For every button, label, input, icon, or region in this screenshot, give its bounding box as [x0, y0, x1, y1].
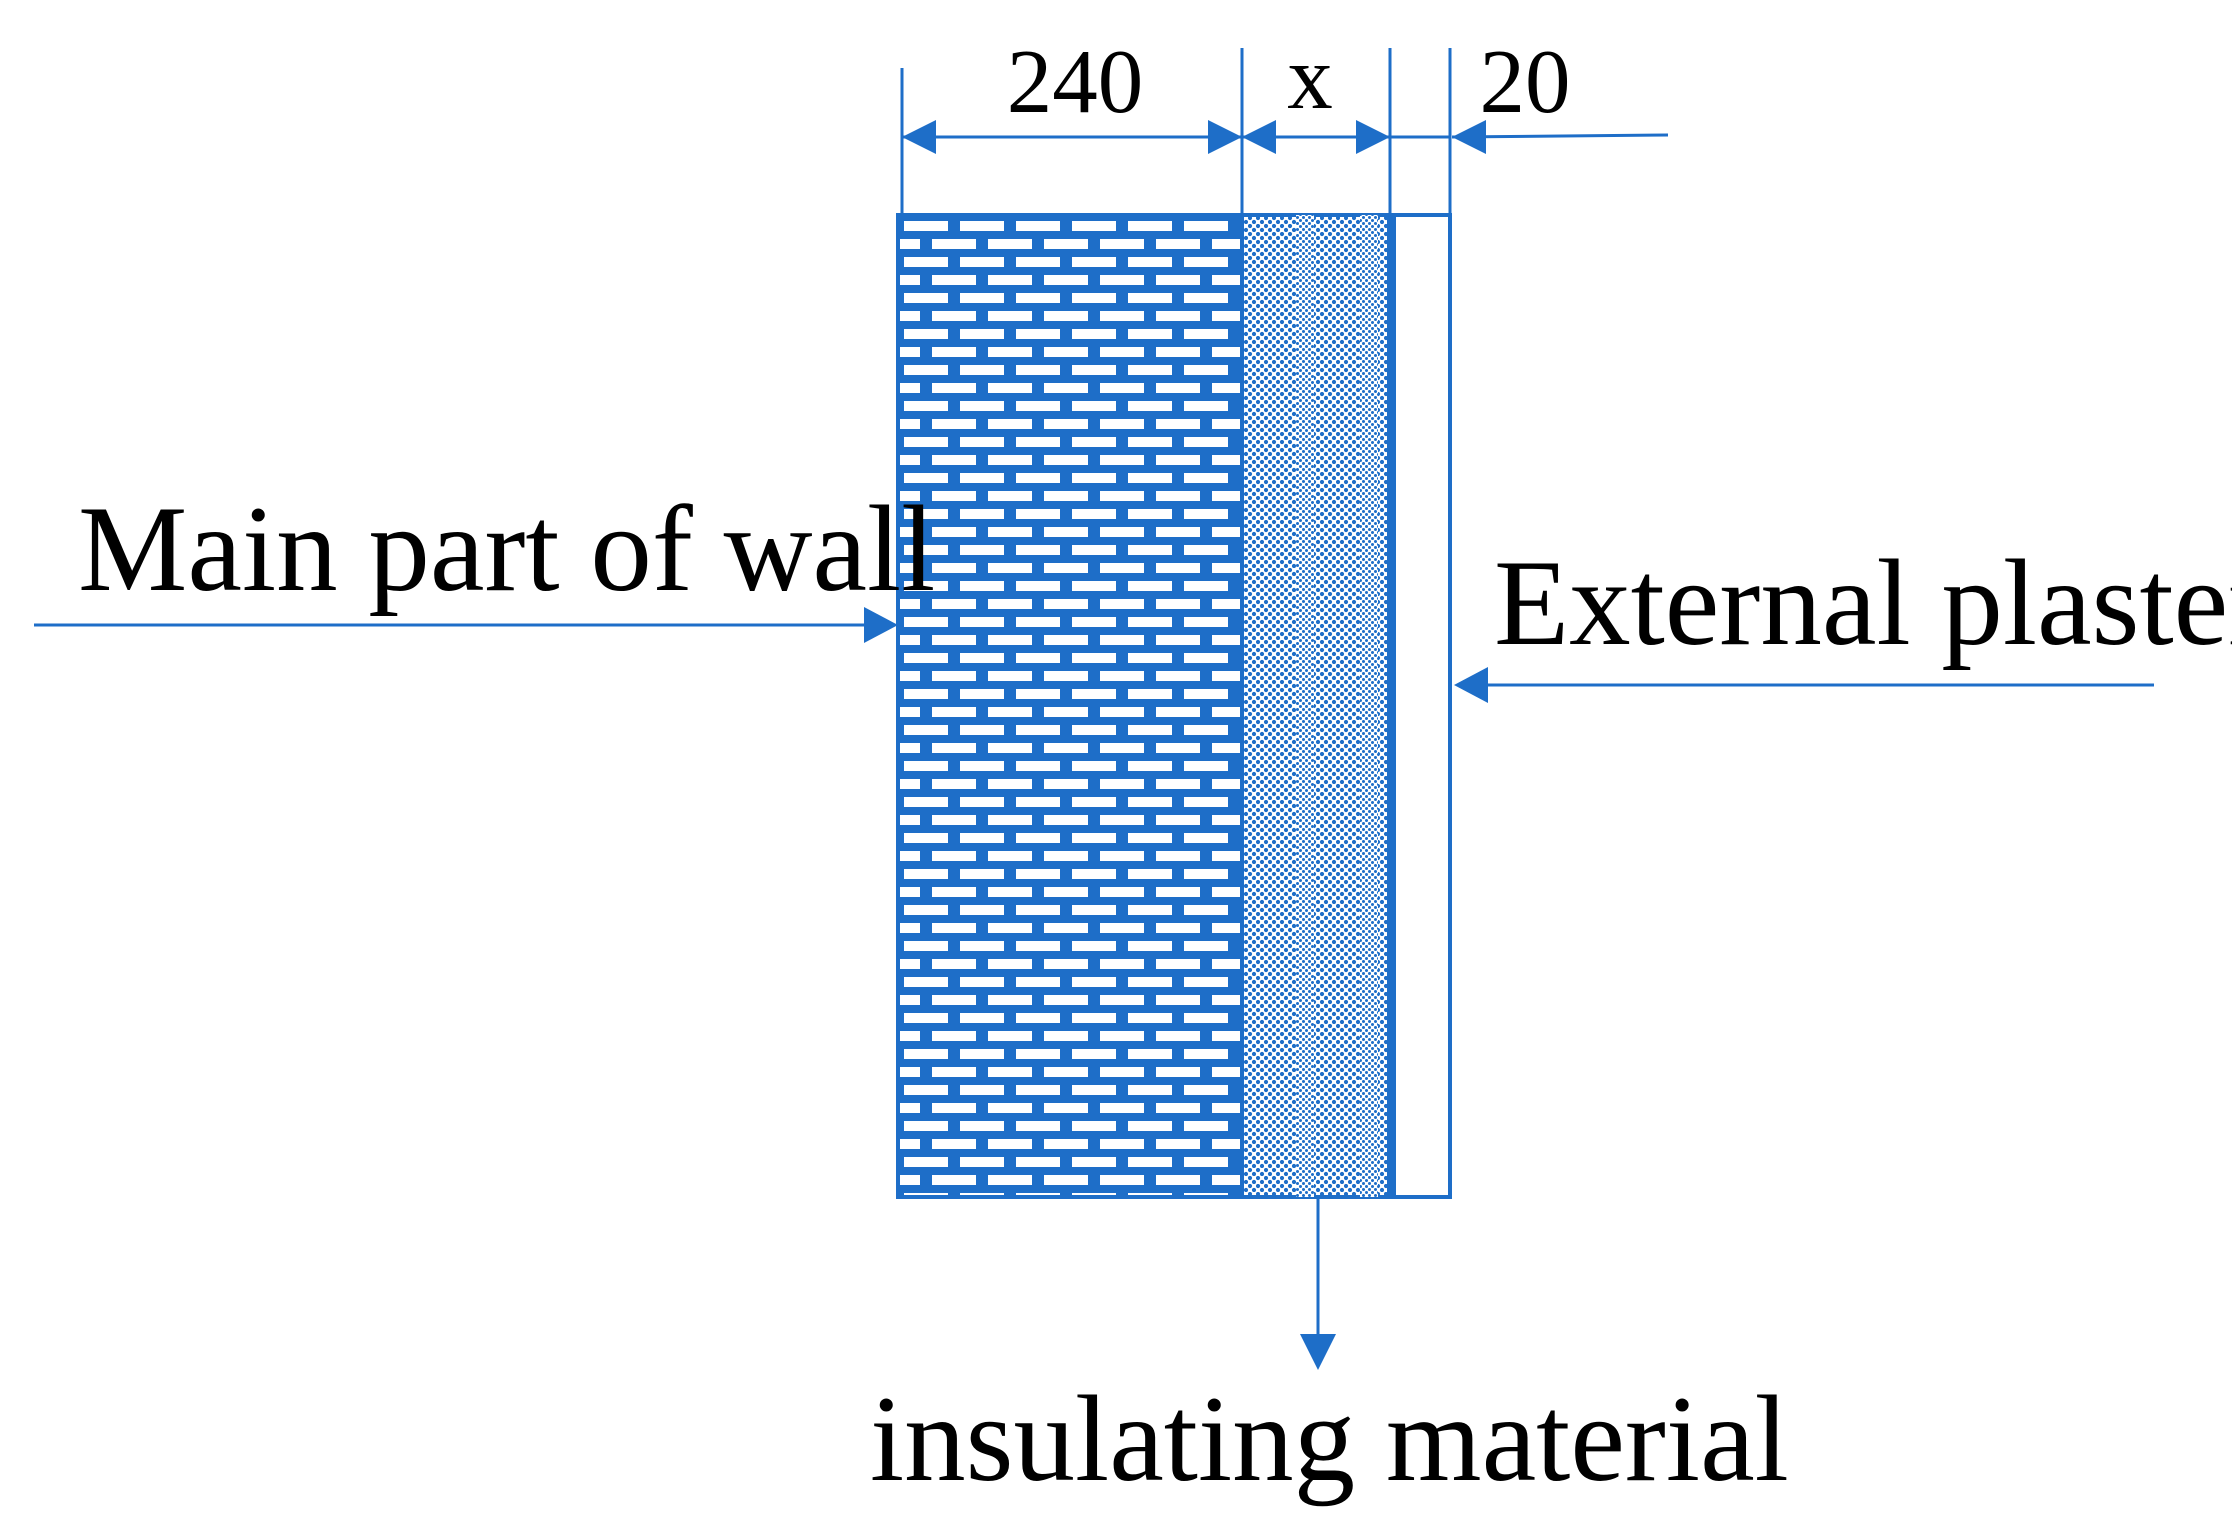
main-wall-label: Main part of wall [78, 480, 935, 617]
dim-line-plaster [1390, 120, 1669, 154]
dim-line-insulation [1242, 120, 1390, 154]
insulation-layer [1240, 213, 1393, 1199]
dimension-extension-lines [900, 48, 1452, 215]
external-plaster-label: External plaster [1494, 534, 2232, 671]
insulation-leader [1300, 1197, 1336, 1370]
dimension-wall-label: 240 [1007, 31, 1144, 132]
external-plaster-leader [1454, 667, 2154, 703]
dim-line-wall [902, 120, 1242, 154]
plaster-layer [1392, 213, 1452, 1199]
insulating-material-label: insulating material [870, 1370, 1789, 1507]
main-wall-leader [34, 607, 898, 643]
brick-wall-layer [896, 213, 1244, 1199]
dimension-lines [902, 120, 1669, 154]
dimension-insulation-label: x [1287, 27, 1333, 128]
dimension-plaster-label: 20 [1480, 31, 1571, 132]
